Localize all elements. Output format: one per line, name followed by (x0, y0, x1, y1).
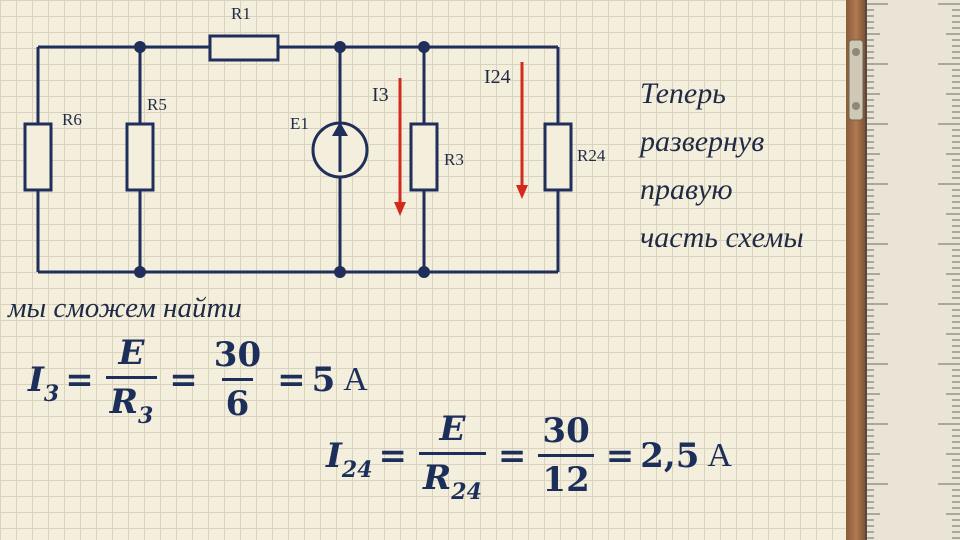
label-r3: R3 (444, 150, 464, 169)
note-line: правую (640, 173, 733, 206)
eq-unit: А (707, 436, 732, 474)
eq-var: I24 (326, 435, 373, 483)
node (418, 41, 430, 53)
resistor-r6 (23, 122, 53, 192)
node (334, 41, 346, 53)
label-r6: R6 (62, 110, 82, 129)
resistor-r5 (125, 122, 155, 192)
fraction-values: 30 12 (538, 412, 594, 499)
eq-result: 5 (311, 359, 336, 400)
node (134, 266, 146, 278)
label-i24: I24 (484, 66, 511, 88)
fraction-e-over-r: E R24 (419, 410, 486, 505)
fraction-e-over-r: E R3 (105, 334, 158, 429)
ruler-decoration (846, 0, 960, 540)
label-r5: R5 (147, 95, 167, 114)
label-r24: R24 (577, 146, 606, 165)
node (334, 266, 346, 278)
equation-i3: I3 = E R3 = 30 6 = 5 А (28, 333, 368, 429)
eq-result: 2,5 (640, 435, 700, 476)
label-i3: I3 (372, 84, 389, 106)
eq-var: I3 (28, 359, 60, 407)
label-e1: E1 (290, 114, 309, 133)
resistor-r1 (208, 34, 280, 62)
equation-i24: I24 = E R24 = 30 12 = 2,5 А (326, 409, 732, 505)
node (134, 41, 146, 53)
note-line: Теперь (640, 77, 726, 110)
resistor-r3 (409, 122, 439, 192)
label-r1: R1 (231, 4, 251, 23)
fraction-values: 30 6 (213, 335, 262, 424)
note-line: развернув (640, 125, 765, 158)
resistor-r24 (543, 122, 573, 192)
caption: мы сможем найти (8, 292, 242, 324)
explanation-note: Теперь развернув правую часть схемы (640, 70, 804, 262)
eq-unit: А (343, 360, 368, 398)
note-line: часть схемы (640, 221, 804, 254)
node (418, 266, 430, 278)
